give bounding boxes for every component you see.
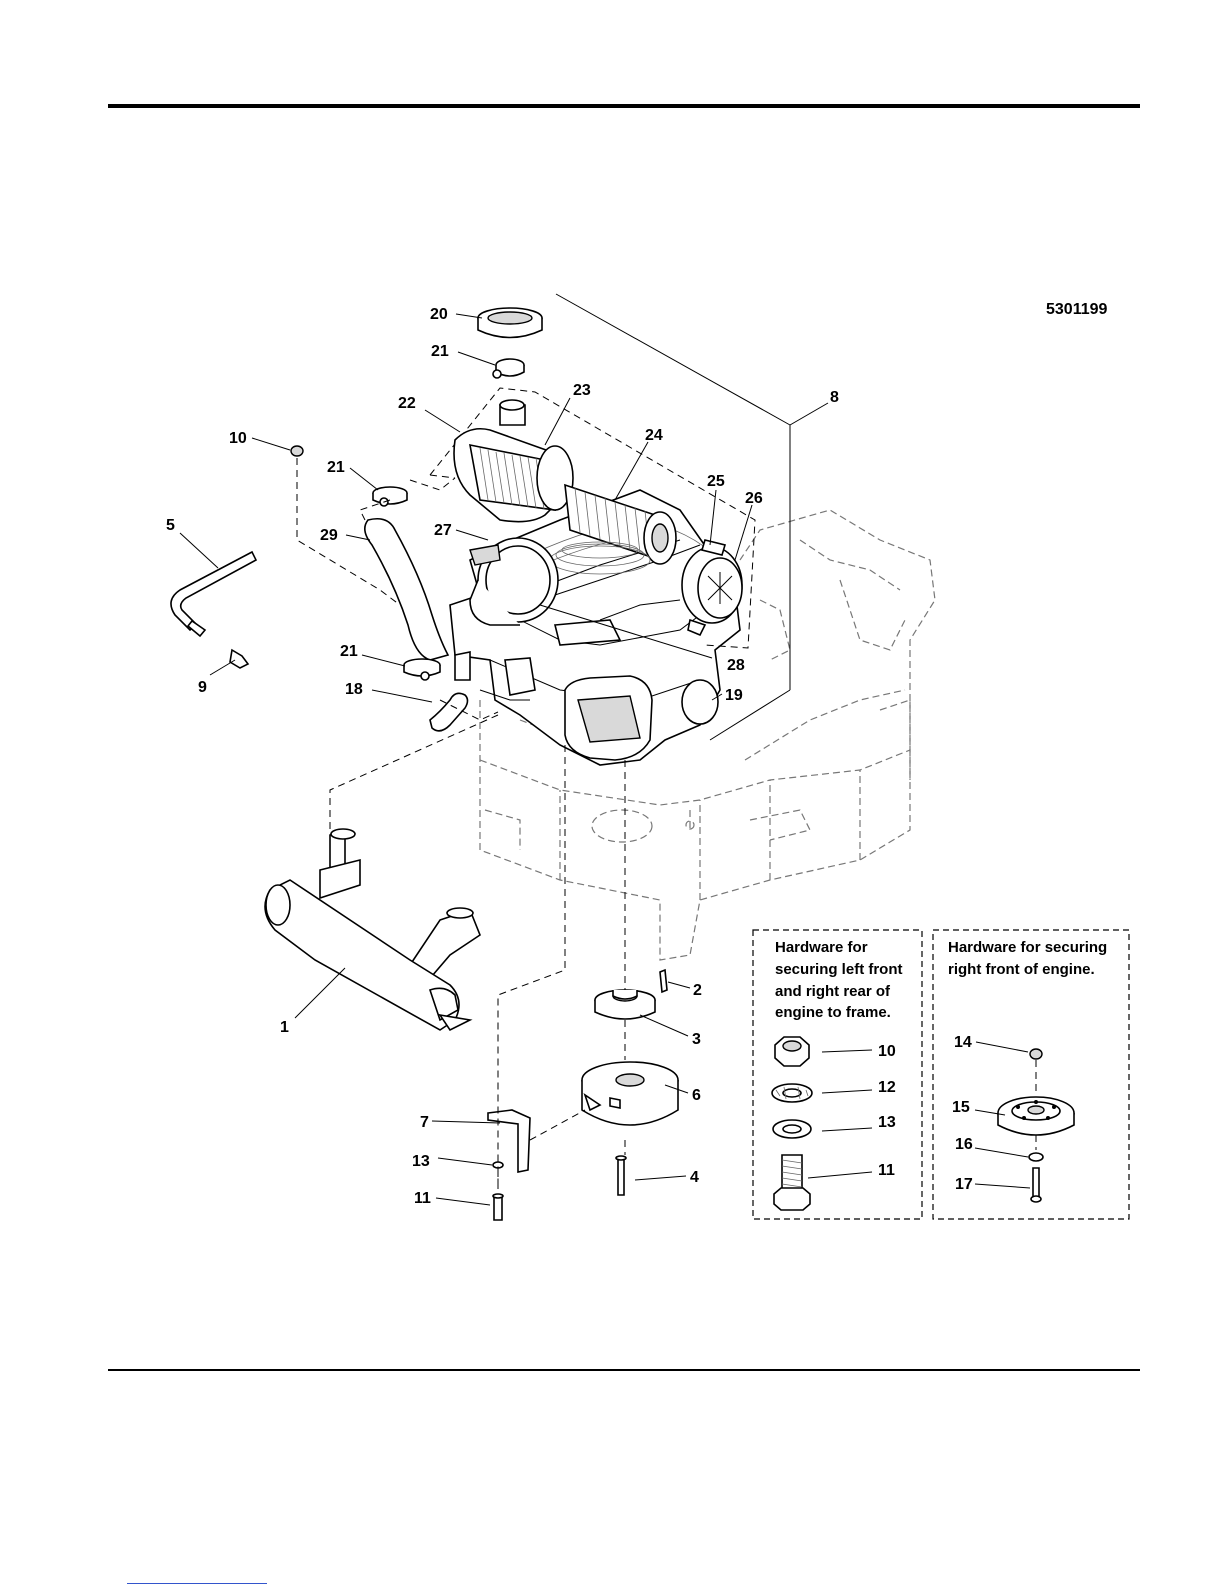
callout-10-box: 10 xyxy=(878,1043,896,1060)
callout-11-left: 11 xyxy=(414,1190,431,1207)
callout-7: 7 xyxy=(420,1114,429,1131)
callout-5: 5 xyxy=(166,517,175,534)
hardware-box-2-line-1: Hardware for securing xyxy=(948,939,1107,956)
callout-14-box: 14 xyxy=(954,1034,972,1051)
callout-6: 6 xyxy=(692,1087,701,1104)
callout-18: 18 xyxy=(345,681,363,698)
hardware-box-2-line-2: right front of engine. xyxy=(948,961,1095,978)
figure-number: 5301199 xyxy=(1046,301,1108,318)
muffler xyxy=(265,829,480,1030)
callout-20: 20 xyxy=(430,306,448,323)
callout-9: 9 xyxy=(198,679,207,696)
hardware-box-1-line-4: engine to frame. xyxy=(775,1004,891,1021)
callout-26: 26 xyxy=(745,490,763,507)
callout-1: 1 xyxy=(280,1019,289,1036)
callout-17-box: 17 xyxy=(955,1176,973,1193)
clutch-pulley-stack xyxy=(488,970,678,1220)
hardware-box-1-line-1: Hardware for xyxy=(775,939,868,956)
callout-21-low: 21 xyxy=(340,643,358,660)
callout-27: 27 xyxy=(434,522,452,539)
callout-16-box: 16 xyxy=(955,1136,973,1153)
callout-22: 22 xyxy=(398,395,416,412)
callout-29: 29 xyxy=(320,527,338,544)
assembly-centerlines xyxy=(297,294,790,1192)
hoses-and-clamps xyxy=(171,446,468,731)
callout-21-top: 21 xyxy=(431,343,449,360)
callout-13-box: 13 xyxy=(878,1114,896,1131)
callout-25: 25 xyxy=(707,473,725,490)
hardware-box-right-front: Hardware for securing right front of eng… xyxy=(933,930,1129,1219)
callout-10: 10 xyxy=(229,430,247,447)
callout-13-left: 13 xyxy=(412,1153,430,1170)
bolt-17-icon xyxy=(1033,1168,1039,1198)
callout-8: 8 xyxy=(830,389,839,406)
callout-15-box: 15 xyxy=(952,1099,970,1116)
hardware-box-1-line-2: securing left front xyxy=(775,961,903,978)
callout-11-box: 11 xyxy=(878,1162,895,1179)
callout-23: 23 xyxy=(573,382,591,399)
callout-12-box: 12 xyxy=(878,1079,896,1096)
washer-icon xyxy=(1029,1153,1043,1161)
callout-4: 4 xyxy=(690,1169,699,1186)
hardware-box-left-front: Hardware for securing left front and rig… xyxy=(753,930,922,1219)
callout-21-mid: 21 xyxy=(327,459,345,476)
nut-icon xyxy=(1030,1049,1042,1059)
callout-19: 19 xyxy=(725,687,743,704)
callout-2: 2 xyxy=(693,982,702,999)
hardware-box-1-line-3: and right rear of xyxy=(775,983,891,1000)
callout-3: 3 xyxy=(692,1031,701,1048)
callout-28: 28 xyxy=(727,657,745,674)
callout-24: 24 xyxy=(645,427,663,444)
